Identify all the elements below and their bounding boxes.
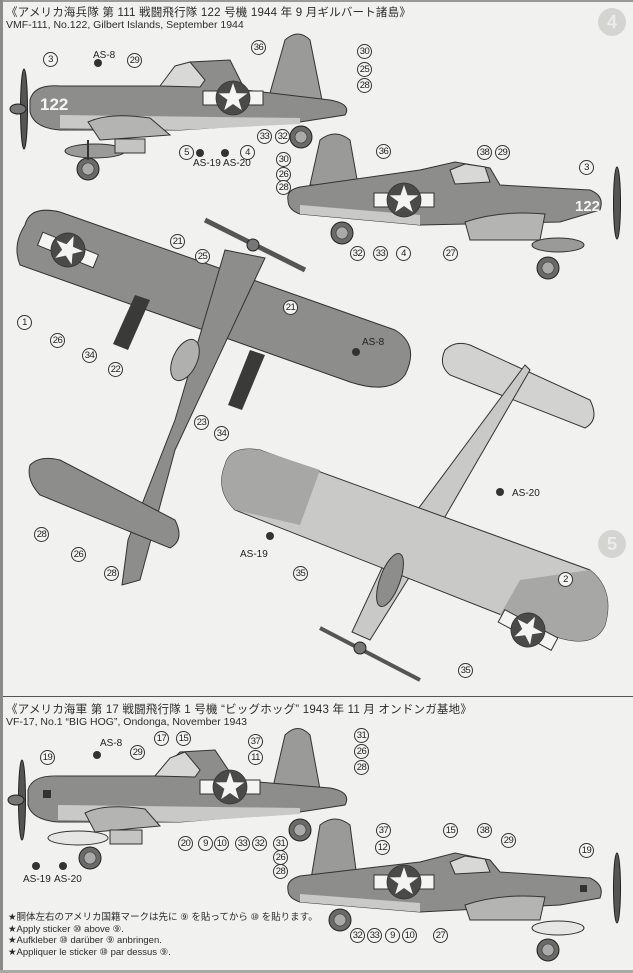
vf17-right-profile xyxy=(287,818,621,962)
callout: 28 xyxy=(354,760,369,775)
vf17-left-profile xyxy=(7,728,348,870)
callout: 22 xyxy=(108,362,123,377)
callout: 12 xyxy=(375,840,390,855)
callout: 38 xyxy=(477,145,492,160)
callout: 30 xyxy=(357,44,372,59)
callout: 32 xyxy=(350,246,365,261)
vmf111-left-profile: 122 xyxy=(9,33,348,181)
callout: 37 xyxy=(248,734,263,749)
ghost-step-number: 5 xyxy=(598,530,626,558)
callout: 11 xyxy=(248,750,263,765)
section-1-title-en: VMF-111, No.122, Gilbert Islands, Septem… xyxy=(6,19,244,31)
callout: 37 xyxy=(376,823,391,838)
sticker-label: AS-19 xyxy=(23,874,51,885)
callout: 36 xyxy=(376,144,391,159)
callout: 27 xyxy=(443,246,458,261)
callout: 32 xyxy=(350,928,365,943)
svg-text:122: 122 xyxy=(575,198,600,215)
callout: 28 xyxy=(357,78,372,93)
callout: 9 xyxy=(385,928,400,943)
callout: 3 xyxy=(579,160,594,175)
sticker-label: AS-20 xyxy=(223,158,251,169)
callout: 21 xyxy=(283,300,298,315)
callout: 35 xyxy=(458,663,473,678)
vmf111-right-profile: 122 xyxy=(287,133,621,280)
callout: 15 xyxy=(443,823,458,838)
note-fr: ★Appliquer le sticker ⑩ par dessus ⑨. xyxy=(8,946,171,958)
callout: 29 xyxy=(501,833,516,848)
callout: 1 xyxy=(17,315,32,330)
callout: 28 xyxy=(34,527,49,542)
callout: 9 xyxy=(198,836,213,851)
callout: 28 xyxy=(104,566,119,581)
section-divider xyxy=(3,696,633,697)
callout: 17 xyxy=(154,731,169,746)
sticker-notes: ★胴体左右のアメリカ国籍マークは先に ⑨ を貼ってから ⑩ を貼ります。 ★Ap… xyxy=(8,912,318,958)
page-border-left xyxy=(0,0,3,973)
page-border-top xyxy=(0,0,633,2)
callout: 27 xyxy=(433,928,448,943)
callout: 19 xyxy=(40,750,55,765)
svg-text:122: 122 xyxy=(40,95,68,114)
sticker-label: AS-19 xyxy=(240,549,268,560)
note-en: ★Apply sticker ⑩ above ⑨. xyxy=(8,923,124,935)
callout: 10 xyxy=(402,928,417,943)
callout: 28 xyxy=(276,180,291,195)
callout: 5 xyxy=(179,145,194,160)
callout: 38 xyxy=(477,823,492,838)
sticker-label: AS-8 xyxy=(100,738,123,749)
callout: 26 xyxy=(354,744,369,759)
sticker-label: AS-19 xyxy=(193,158,221,169)
note-de: ★Aufkleber ⑩ darüber ⑨ anbringen. xyxy=(8,935,162,946)
sticker-label: AS-8 xyxy=(362,337,385,348)
callout: 4 xyxy=(396,246,411,261)
callout: 10 xyxy=(214,836,229,851)
callout: 23 xyxy=(194,415,209,430)
callout: 21 xyxy=(170,234,185,249)
callout: 25 xyxy=(357,62,372,77)
section-2-title-en: VF-17, No.1 “BIG HOG”, Ondonga, November… xyxy=(6,716,248,728)
callout: 31 xyxy=(354,728,369,743)
sticker-label: AS-20 xyxy=(512,488,540,499)
callout: 34 xyxy=(82,348,97,363)
callout: 32 xyxy=(252,836,267,851)
callout: 32 xyxy=(275,129,290,144)
callout: 33 xyxy=(257,129,272,144)
callout: 26 xyxy=(273,850,288,865)
callout: 33 xyxy=(367,928,382,943)
section-1-title-jp: 《アメリカ海兵隊 第 111 戦闘飛行隊 122 号機 1944 年 9 月ギル… xyxy=(6,7,412,19)
sticker-label: AS-20 xyxy=(54,874,82,885)
ghost-step-number: 4 xyxy=(598,8,626,36)
callout: 2 xyxy=(558,572,573,587)
callout: 25 xyxy=(195,249,210,264)
callout: 29 xyxy=(495,145,510,160)
callout: 36 xyxy=(251,40,266,55)
callout: 29 xyxy=(127,53,142,68)
callout: 26 xyxy=(71,547,86,562)
callout: 20 xyxy=(178,836,193,851)
callout: 33 xyxy=(235,836,250,851)
sticker-label: AS-8 xyxy=(93,50,116,61)
callout: 35 xyxy=(293,566,308,581)
callout: 30 xyxy=(276,152,291,167)
vmf111-top-view xyxy=(16,209,412,586)
section-2-title-jp: 《アメリカ海軍 第 17 戦闘飛行隊 1 号機 “ビッグホッグ” 1943 年 … xyxy=(6,704,473,716)
callout: 15 xyxy=(176,731,191,746)
vmf111-bottom-view xyxy=(221,342,609,682)
callout: 29 xyxy=(130,745,145,760)
callout: 19 xyxy=(579,843,594,858)
callout: 28 xyxy=(273,864,288,879)
note-jp: ★胴体左右のアメリカ国籍マークは先に ⑨ を貼ってから ⑩ を貼ります。 xyxy=(8,912,318,923)
page-border-bottom xyxy=(0,970,633,973)
callout: 26 xyxy=(50,333,65,348)
callout: 31 xyxy=(273,836,288,851)
callout: 34 xyxy=(214,426,229,441)
callout: 33 xyxy=(373,246,388,261)
callout: 3 xyxy=(43,52,58,67)
callout: 4 xyxy=(240,145,255,160)
